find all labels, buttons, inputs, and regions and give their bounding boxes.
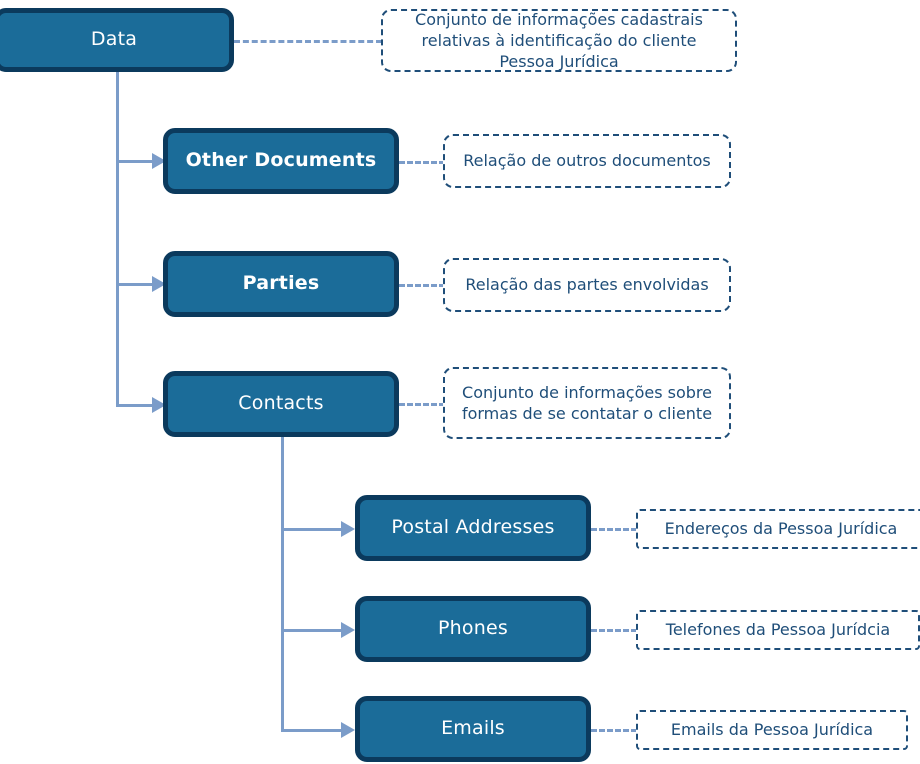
branch-line-parties [116,283,158,286]
branch-line-postal-addresses [281,528,347,531]
branch-line-phones [281,629,347,632]
node-label-postal-addresses: Postal Addresses [391,516,555,539]
branch-line-emails [281,729,347,732]
node-label-contacts: Contacts [238,392,324,415]
note-text-data: Conjunto de informações cadastrais relat… [415,9,703,72]
note-connector-contacts [399,403,445,406]
note-contacts: Conjunto de informações sobre formas de … [443,367,731,439]
node-parties[interactable]: Parties [163,251,399,317]
arrowhead-emails [341,722,355,738]
note-postal-addresses: Endereços da Pessoa Jurídica [636,509,920,549]
note-emails: Emails da Pessoa Jurídica [636,710,908,750]
note-text-emails: Emails da Pessoa Jurídica [670,720,874,740]
node-label-emails: Emails [441,717,505,740]
arrowhead-phones [341,622,355,638]
node-emails[interactable]: Emails [355,696,591,762]
note-text-phones: Telefones da Pessoa Jurídcia [665,620,891,640]
note-text-contacts: Conjunto de informações sobre formas de … [461,382,713,423]
note-other-documents: Relação de outros documentos [443,134,731,188]
arrowhead-postal-addresses [341,521,355,537]
node-label-data: Data [90,28,138,51]
note-connector-parties [399,284,445,287]
node-label-parties: Parties [242,272,320,295]
note-connector-other-documents [399,161,445,164]
trunk-line-contacts [281,437,284,731]
node-label-other-documents: Other Documents [185,149,377,172]
note-data: Conjunto de informações cadastrais relat… [381,9,737,72]
branch-line-other-documents [116,160,158,163]
note-text-parties: Relação das partes envolvidas [465,275,709,295]
node-other-documents[interactable]: Other Documents [163,128,399,194]
node-data[interactable]: Data [0,8,234,72]
arrowhead-other-documents [152,153,166,169]
node-label-phones: Phones [438,617,508,640]
note-text-other-documents: Relação de outros documentos [463,151,711,171]
note-connector-postal-addresses [591,528,637,531]
node-phones[interactable]: Phones [355,596,591,662]
note-connector-emails [591,729,637,732]
note-text-postal-addresses: Endereços da Pessoa Jurídica [664,519,898,539]
note-connector-data [234,40,382,43]
trunk-line-data [116,72,119,407]
arrowhead-parties [152,276,166,292]
node-contacts[interactable]: Contacts [163,371,399,437]
arrowhead-contacts [152,397,166,413]
note-parties: Relação das partes envolvidas [443,258,731,312]
node-postal-addresses[interactable]: Postal Addresses [355,495,591,561]
note-phones: Telefones da Pessoa Jurídcia [636,610,920,650]
branch-line-contacts [116,404,158,407]
note-connector-phones [591,629,637,632]
